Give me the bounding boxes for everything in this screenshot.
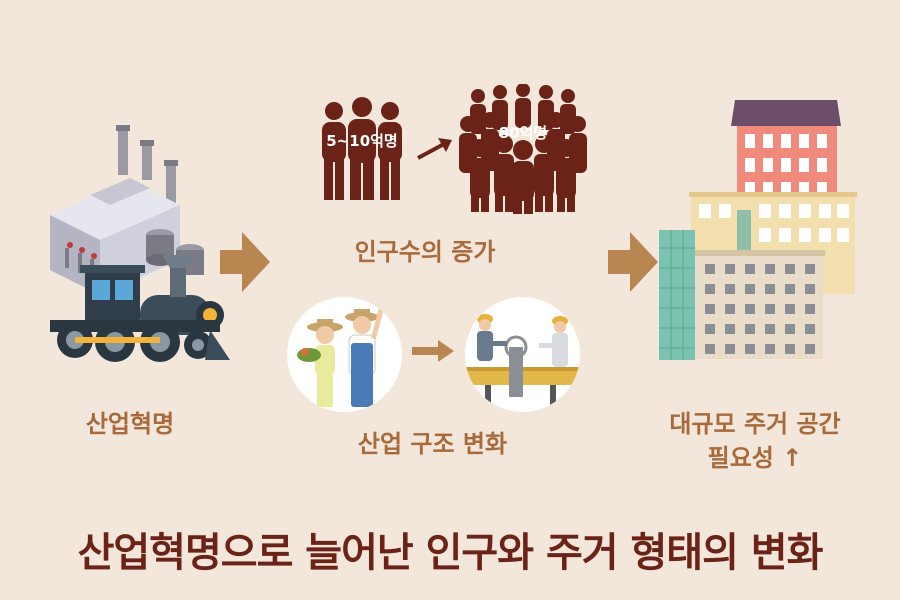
factory-train-illustration: [30, 120, 230, 380]
industrial-revolution-label: 산업혁명: [85, 410, 175, 438]
farmers-illustration: [287, 297, 402, 412]
change-arrow-icon: [412, 340, 454, 362]
right-arrow-icon-2: [608, 232, 658, 292]
factory-workers-illustration: [465, 297, 580, 412]
growth-arrow-icon: [416, 138, 452, 162]
apartment-buildings-illustration: [655, 98, 860, 363]
population-before-label: 5~10억명: [326, 132, 398, 150]
industrial-structure-change-label: 산업 구조 변화: [357, 430, 508, 458]
page-title: 산업혁명으로 늘어난 인구와 주거 형태의 변화: [77, 530, 824, 576]
housing-need-label-line2: 필요성 ↑: [707, 444, 803, 472]
housing-need-label-line1: 대규모 주거 공간: [669, 410, 841, 438]
right-arrow-icon: [220, 232, 270, 292]
population-after-label: 80억명: [498, 124, 548, 142]
population-increase-label: 인구수의 증가: [354, 238, 496, 266]
small-crowd-icon: [312, 95, 412, 200]
large-crowd-icon: [458, 84, 588, 214]
